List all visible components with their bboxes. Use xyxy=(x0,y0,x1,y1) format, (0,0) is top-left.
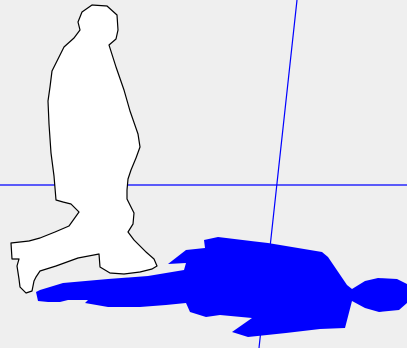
canvas xyxy=(0,0,407,348)
scene-drawing xyxy=(0,0,407,348)
